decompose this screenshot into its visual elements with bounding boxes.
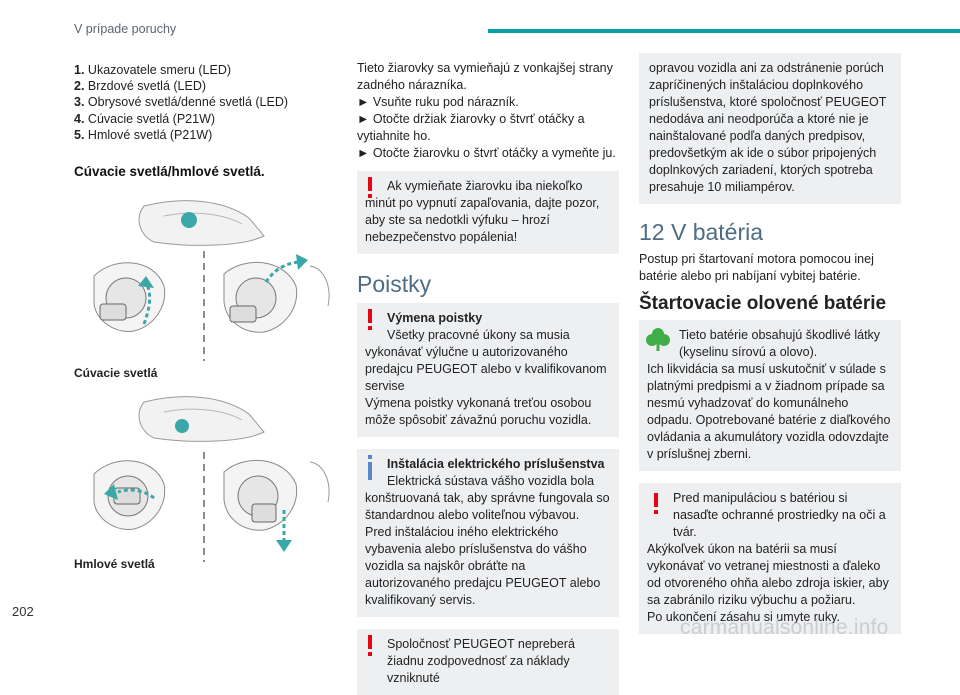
- warning-text: Po ukončení zásahu si umyte ruky.: [647, 610, 840, 624]
- warning-box-liability: Spoločnosť PEUGEOT nepreberá žiadnu zodp…: [357, 629, 619, 695]
- continued-box: opravou vozidla ani za odstránenie porúc…: [639, 53, 901, 204]
- eco-box: Tieto batérie obsahujú škodlivé látky (k…: [639, 320, 901, 471]
- list-item: 5. Hmlové svetlá (P21W): [74, 127, 213, 142]
- section-title-battery: 12 V batéria: [639, 219, 764, 245]
- warning-icon: [365, 635, 375, 662]
- warning-text: Akýkoľvek úkon na batérii sa musí vykoná…: [647, 542, 889, 607]
- warning-text: Pred manipuláciou s batériou si nasaďte …: [673, 491, 886, 539]
- warning-text: Výmena poistky vykonaná treťou osobou mô…: [365, 396, 592, 427]
- list-item: 3. Obrysové svetlá/denné svetlá (LED): [74, 95, 289, 110]
- watermark: carmanualsonline.info: [680, 616, 889, 639]
- warning-box-battery: Pred manipuláciou s batériou si nasaďte …: [639, 483, 901, 634]
- info-text: Elektrická sústava vášho vozidla bola ko…: [365, 474, 610, 522]
- column-3: opravou vozidla ani za odstránenie porúc…: [639, 53, 901, 634]
- reverse-lamp-illustration: [93, 200, 330, 362]
- warning-icon: [365, 309, 375, 336]
- list-item: 2. Brzdové svetlá (LED): [74, 79, 207, 94]
- subsection-lead-batteries: Štartovacie olovené batérie: [639, 293, 887, 314]
- lamp-list: 1. Ukazovatele smeru (LED) 2. Brzdové sv…: [74, 62, 336, 143]
- step-1: ► Vsuňte ruku pod nárazník.: [357, 95, 519, 109]
- list-item: 4. Cúvacie svetlá (P21W): [74, 111, 216, 126]
- warning-text: Spoločnosť PEUGEOT nepreberá žiadnu zodp…: [387, 637, 575, 685]
- step-3: ► Otočte žiarovku o štvrť otáčky a vymeň…: [357, 146, 616, 160]
- recycle-icon: [645, 326, 671, 357]
- warning-text: Všetky pracovné úkony sa musia vykonávať…: [365, 328, 607, 393]
- info-text: Pred inštaláciou iného elektrického vyba…: [365, 525, 601, 607]
- battery-intro: Postup pri štartovaní motora pomocou ine…: [639, 252, 874, 283]
- eco-text: Ich likvidácia sa musí uskutočniť v súla…: [647, 362, 891, 461]
- info-icon: [365, 455, 375, 486]
- caption-fog-lamps: Hmlové svetlá: [74, 557, 155, 572]
- eco-text: Tieto batérie obsahujú škodlivé látky (k…: [679, 328, 881, 359]
- warning-box-fuse-replacement: Výmena poistky Všetky pracovné úkony sa …: [357, 303, 619, 437]
- column-1: 1. Ukazovatele smeru (LED) 2. Brzdové sv…: [74, 60, 336, 573]
- subhead-reverse-fog: Cúvacie svetlá/hmlové svetlá.: [74, 164, 265, 180]
- warning-box-hot-exhaust: Ak vymieňate žiarovku iba niekoľko minút…: [357, 171, 619, 254]
- fog-lamp-illustration: [93, 396, 330, 563]
- header-accent-bar: [488, 29, 960, 33]
- intro-text: Tieto žiarovky sa vymieňajú z vonkajšej …: [357, 61, 613, 92]
- step-2: ► Otočte držiak žiarovky o štvrť otáčky …: [357, 112, 585, 143]
- fog-lamp-figure: [74, 392, 336, 563]
- continued-text: opravou vozidla ani za odstránenie porúc…: [649, 61, 887, 194]
- info-title: Inštalácia elektrického príslušenstva: [387, 457, 605, 471]
- header-title: V prípade poruchy: [74, 22, 177, 36]
- caption-reverse-lamps: Cúvacie svetlá: [74, 366, 158, 381]
- warning-text: Ak vymieňate žiarovku iba niekoľko minút…: [365, 179, 600, 244]
- page-number: 202: [12, 604, 34, 619]
- reverse-lamp-figure: [74, 196, 336, 362]
- warning-title: Výmena poistky: [387, 311, 483, 325]
- column-2: Tieto žiarovky sa vymieňajú z vonkajšej …: [357, 60, 619, 695]
- warning-icon: [651, 493, 661, 520]
- warning-icon: [365, 177, 375, 204]
- list-item: 1. Ukazovatele smeru (LED): [74, 63, 232, 77]
- section-title-fuses: Poistky: [357, 271, 432, 297]
- info-box-accessories: Inštalácia elektrického príslušenstva El…: [357, 449, 619, 617]
